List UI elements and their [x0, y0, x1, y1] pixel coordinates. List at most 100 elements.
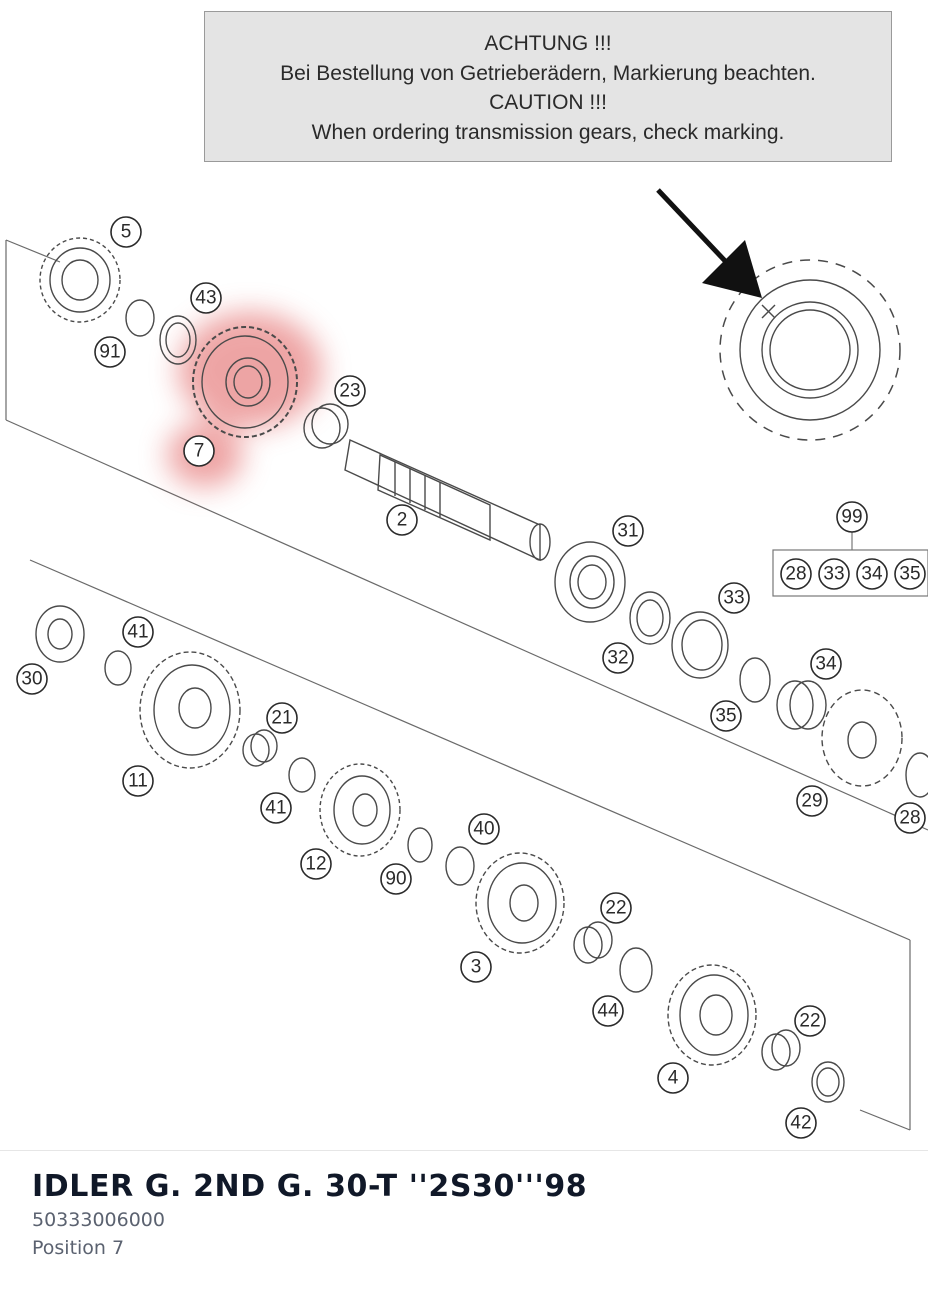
- callout-label: 29: [801, 791, 822, 812]
- callout-90[interactable]: 90: [380, 863, 412, 895]
- bearing-30: [35, 605, 85, 663]
- callout-label: 34: [815, 654, 837, 675]
- callout-3[interactable]: 3: [460, 951, 492, 983]
- callout-label: 33: [823, 564, 844, 585]
- marking-detail-gear: [719, 259, 901, 441]
- callout-11[interactable]: 11: [122, 765, 154, 797]
- diagram-drawing: 5 43 91 7 23 2 31 99 28 33 34 35 33 32 3…: [5, 188, 928, 1139]
- callout-label: 43: [195, 288, 216, 309]
- washer-40: [445, 846, 475, 886]
- callout-label: 42: [790, 1113, 811, 1134]
- caution-german-text: Bei Bestellung von Getrieberädern, Marki…: [280, 61, 816, 85]
- callout-21[interactable]: 21: [266, 702, 298, 734]
- callout-12[interactable]: 12: [300, 848, 332, 880]
- part-name: IDLER G. 2ND G. 30-T ''2S30'''98: [32, 1169, 588, 1204]
- washer-28: [905, 752, 928, 798]
- callout-44[interactable]: 44: [592, 995, 624, 1027]
- callout-label: 22: [605, 898, 626, 919]
- gear-4: [667, 964, 757, 1066]
- callout-41-upper[interactable]: 41: [122, 616, 154, 648]
- callout-label: 23: [339, 381, 360, 402]
- callout-label: 4: [668, 1068, 679, 1089]
- gear-3: [475, 852, 565, 954]
- callout-28[interactable]: 28: [894, 802, 926, 834]
- callout-99[interactable]: 99: [836, 501, 868, 533]
- callout-label: 40: [473, 819, 494, 840]
- caution-english-heading: CAUTION !!!: [489, 91, 607, 114]
- washer-41-upper: [104, 650, 132, 686]
- callout-label: 33: [723, 588, 744, 609]
- caution-german-heading: ACHTUNG !!!: [484, 32, 612, 55]
- callout-22-lower[interactable]: 22: [794, 1005, 826, 1037]
- main-shaft-2: [344, 438, 551, 562]
- assembly-frame: [5, 239, 928, 1131]
- callout-2[interactable]: 2: [386, 504, 418, 536]
- part-number: 50333006000: [32, 1209, 165, 1231]
- callout-31[interactable]: 31: [612, 515, 644, 547]
- callout-label: 44: [597, 1001, 619, 1022]
- callout-label: 32: [607, 648, 628, 669]
- callout-kit-33[interactable]: 33: [818, 558, 850, 590]
- bushing-21: [242, 729, 278, 767]
- caution-notice: ACHTUNG !!! Bei Bestellung von Getrieber…: [204, 11, 892, 162]
- washer-43: [159, 315, 197, 365]
- callout-5[interactable]: 5: [110, 216, 142, 248]
- callout-35[interactable]: 35: [710, 700, 742, 732]
- callout-kit-34[interactable]: 34: [856, 558, 888, 590]
- marking-arrow: [656, 188, 762, 298]
- callout-22-upper[interactable]: 22: [600, 892, 632, 924]
- callout-label: 91: [99, 342, 120, 363]
- callout-label: 12: [305, 854, 326, 875]
- callout-kit-35[interactable]: 35: [894, 558, 926, 590]
- callout-label: 28: [899, 808, 920, 829]
- callout-label: 41: [127, 622, 148, 643]
- callout-label: 34: [861, 564, 883, 585]
- callout-4[interactable]: 4: [657, 1062, 689, 1094]
- divider: [0, 1150, 928, 1151]
- callout-43[interactable]: 43: [190, 282, 222, 314]
- callout-label: 21: [271, 708, 292, 729]
- callout-91[interactable]: 91: [94, 336, 126, 368]
- callout-kit-28[interactable]: 28: [780, 558, 812, 590]
- bushing-22-lower: [761, 1029, 801, 1071]
- sprocket-29: [821, 689, 903, 787]
- washer-32: [629, 591, 671, 645]
- callout-23[interactable]: 23: [334, 375, 366, 407]
- callout-label: 11: [128, 771, 148, 792]
- callout-label: 5: [121, 222, 132, 243]
- callout-32[interactable]: 32: [602, 642, 634, 674]
- callout-41-lower[interactable]: 41: [260, 792, 292, 824]
- callout-label: 3: [471, 957, 482, 978]
- callout-label: 35: [899, 564, 920, 585]
- gear-12: [319, 763, 401, 857]
- spacer-34: [776, 680, 827, 730]
- callout-label: 2: [397, 510, 408, 531]
- gear-7: [192, 326, 298, 438]
- bushing-23: [303, 403, 349, 449]
- callout-label: 90: [385, 869, 406, 890]
- callout-label: 35: [715, 706, 736, 727]
- seal-33: [671, 611, 729, 679]
- callout-33[interactable]: 33: [718, 582, 750, 614]
- callout-29[interactable]: 29: [796, 785, 828, 817]
- callout-label: 30: [21, 669, 42, 690]
- callout-label: 99: [841, 507, 862, 528]
- washer-42: [811, 1061, 845, 1103]
- bearing-31: [554, 541, 626, 623]
- circlip-91: [125, 299, 155, 337]
- circlip-90: [407, 827, 433, 863]
- washer-41-lower: [288, 757, 316, 793]
- callout-30[interactable]: 30: [16, 663, 48, 695]
- exploded-diagram: 5 43 91 7 23 2 31 99 28 33 34 35 33 32 3…: [5, 11, 928, 1139]
- bushing-22-upper: [573, 921, 613, 964]
- callout-7[interactable]: 7: [183, 435, 215, 467]
- gear-11: [139, 651, 241, 769]
- oring-35: [739, 657, 771, 703]
- callout-42[interactable]: 42: [785, 1107, 817, 1139]
- callout-label: 28: [785, 564, 806, 585]
- part-position: Position 7: [32, 1237, 125, 1259]
- callout-34[interactable]: 34: [810, 648, 842, 680]
- callout-label: 41: [265, 798, 286, 819]
- callout-40[interactable]: 40: [468, 813, 500, 845]
- gear-5: [39, 237, 121, 323]
